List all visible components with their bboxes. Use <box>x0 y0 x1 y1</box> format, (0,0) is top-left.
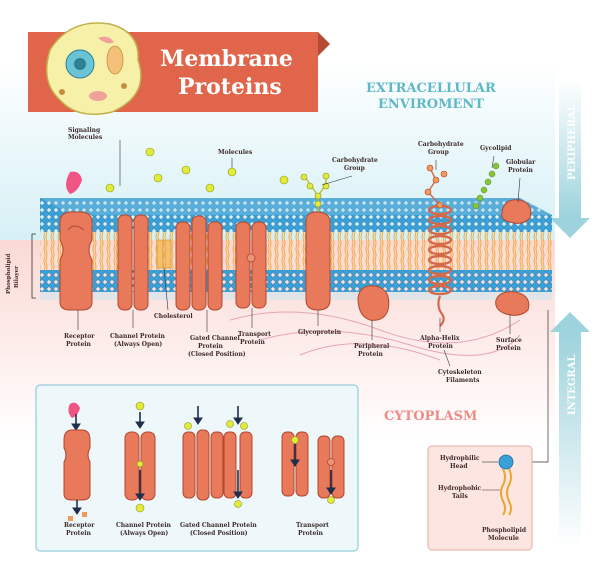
title-line1: Membrane <box>160 46 293 72</box>
surface-protein <box>495 291 530 316</box>
gated-label-1: Gated Channel <box>190 335 240 342</box>
enviroment-label: ENVIROMENT <box>378 97 484 112</box>
cyto-label-1: Cytoskeleton <box>438 369 482 376</box>
bilayer-bracket: Phospholipid Bilayer <box>6 233 36 299</box>
svg-text:Bilayer: Bilayer <box>14 266 20 288</box>
surface-label-2: Protein <box>496 345 522 352</box>
carb1-label-2: Group <box>344 165 365 172</box>
channel-label-2: (Always Open) <box>114 341 162 348</box>
peripheral-protein <box>357 285 390 321</box>
gated-channel-protein <box>175 215 223 311</box>
signaling-label-2: Molecules <box>68 134 103 141</box>
peripheral-label-1: Peripheral <box>354 343 390 350</box>
molecule-label-1: Phospholipid <box>482 527 527 534</box>
gated-label-3: (Closed Position) <box>188 351 246 358</box>
panel-gated-label-2: (Closed Position) <box>190 530 248 537</box>
transport-label-1: Transport <box>238 331 271 338</box>
title-banner: Membrane Proteins <box>28 22 330 115</box>
panel-receptor-label-1: Receptor <box>64 522 95 529</box>
leader-lines <box>77 140 521 367</box>
receptor-label-2: Protein <box>66 341 92 348</box>
head-icon <box>498 454 514 470</box>
panel-channel-label-1: Channel Protein <box>116 522 171 529</box>
helix-turn <box>427 274 453 286</box>
head-label-1: Hydrophilic <box>440 455 480 462</box>
globular-protein <box>501 199 532 224</box>
alpha-label-2: Protein <box>428 343 454 350</box>
globular-label-1: Globular <box>506 159 536 166</box>
integral-label: INTEGRAL <box>567 354 578 415</box>
surface-label-1: Surface <box>496 337 522 344</box>
title-line2: Proteins <box>178 74 282 100</box>
cell-illustration <box>45 22 142 115</box>
helix-turn <box>427 234 453 246</box>
panel-transport-label-1: Transport <box>296 522 329 529</box>
transport-label-2: Protein <box>240 339 266 346</box>
signaling-label-1: Signaling <box>68 127 101 134</box>
panel-gated <box>182 406 253 508</box>
glycoprotein-label: Glycoprotein <box>298 329 342 336</box>
tail-icon <box>500 468 506 516</box>
gated-label-2: Protein <box>198 343 224 350</box>
alpha-helix-protein <box>424 164 453 327</box>
phospholipid-legend: Hydrophilic Head Hydrophobic Tails Phosp… <box>427 445 533 551</box>
panel-transport-label-2: Protein <box>298 530 324 537</box>
transport-protein <box>235 221 267 309</box>
cholesterol-label: Cholesterol <box>154 313 193 320</box>
head-label-2: Head <box>450 463 468 470</box>
svg-text:Phospholipid: Phospholipid <box>6 253 12 294</box>
channel-label-1: Channel Protein <box>110 333 165 340</box>
carb2-label-2: Group <box>428 149 449 156</box>
helix-turn <box>427 264 453 276</box>
phospholipid-bilayer <box>40 198 552 300</box>
helix-turn <box>427 214 453 226</box>
alpha-label-1: Alpha-Helix <box>419 335 460 342</box>
carb2-label-1: Carbohydrate <box>418 141 464 148</box>
tails-label-1: Hydrophobic <box>438 485 482 492</box>
extracellular-label: EXTRACELLULAR <box>366 81 496 96</box>
receptor-protein <box>59 211 93 311</box>
cholesterol <box>156 239 172 269</box>
panel-transport <box>281 431 345 504</box>
receptor-label-1: Receptor <box>64 333 95 340</box>
helix-tail <box>437 295 445 327</box>
panel-gated-label-1: Gated Channel Protein <box>180 522 257 529</box>
tails-label-2: Tails <box>452 493 468 500</box>
signaling-molecule <box>66 171 82 194</box>
panel-channel <box>124 401 156 513</box>
molecule-label-2: Molecule <box>488 535 519 542</box>
helix-turn <box>427 224 453 236</box>
peripheral-label-2: Protein <box>358 351 384 358</box>
panel-receptor-label-2: Protein <box>66 530 92 537</box>
helix-turn <box>427 244 453 256</box>
glycoprotein <box>300 172 331 311</box>
top-labels: Signaling Molecules Molecules Carbohydra… <box>68 127 536 174</box>
gycolipid-label: Gycolipid <box>480 145 512 152</box>
helix-turn <box>427 284 453 296</box>
membrane-labels: Receptor Protein Channel Protein (Always… <box>64 313 522 384</box>
carb1-label-1: Carbohydrate <box>332 157 378 164</box>
glycolipid <box>472 162 500 210</box>
peripheral-label: PERIPHERAL <box>567 104 578 180</box>
bottom-panel: Receptor Protein Channel Protein (Always… <box>35 384 359 552</box>
integral-arrow: INTEGRAL <box>550 312 590 547</box>
cytoplasm-label: CYTOPLASM <box>384 409 477 424</box>
peripheral-arrow: PERIPHERAL <box>550 80 590 238</box>
panel-receptor <box>63 402 91 521</box>
helix-turn <box>427 254 453 266</box>
channel-protein <box>117 214 149 311</box>
molecules-label: Molecules <box>218 149 253 156</box>
panel-channel-label-2: (Always Open) <box>120 530 168 537</box>
free-molecules <box>105 147 289 193</box>
cyto-label-2: Filaments <box>446 377 480 384</box>
globular-label-2: Protein <box>508 167 534 174</box>
cytoskeleton-filaments <box>229 311 521 361</box>
